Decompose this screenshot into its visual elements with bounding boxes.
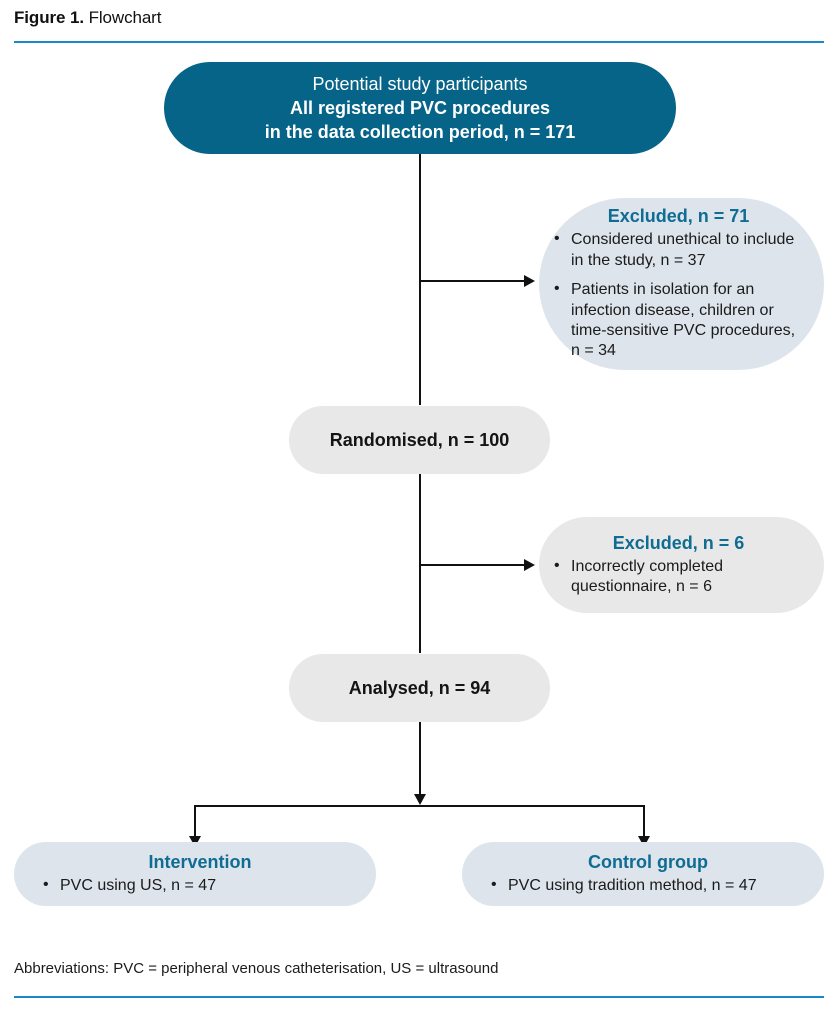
list-item: Considered unethical to include in the s… [549, 229, 808, 271]
node-control-group: Control group PVC using tradition method… [462, 842, 824, 906]
connector-analysed-to-split [419, 722, 421, 794]
list-item: Incorrectly completed questionnaire, n =… [549, 556, 808, 598]
node-intervention: Intervention PVC using US, n = 47 [14, 842, 376, 906]
list-item: PVC using tradition method, n = 47 [486, 875, 810, 896]
footer-rule [14, 996, 824, 998]
list-item: Patients in isolation for an infection d… [549, 279, 808, 362]
enrolment-line-2: All registered PVC procedures [289, 97, 551, 118]
list-item: PVC using US, n = 47 [38, 875, 362, 896]
connector-branch-excluded-2 [419, 564, 524, 566]
arrowhead-intervention [189, 836, 201, 847]
figure-caption: Figure 1. Flowchart [14, 8, 161, 28]
enrolment-line-1: Potential study participants [312, 73, 528, 94]
node-enrolment: Potential study participants All registe… [164, 62, 676, 154]
excluded-2-bullet-list: Incorrectly completed questionnaire, n =… [549, 556, 808, 598]
header-rule [14, 41, 824, 43]
abbreviations-note: Abbreviations: PVC = peripheral venous c… [14, 960, 499, 977]
enrolment-line-3: in the data collection period, n = 171 [264, 122, 576, 143]
randomised-label: Randomised, n = 100 [329, 429, 510, 450]
control-group-bullet-list: PVC using tradition method, n = 47 [486, 875, 810, 896]
excluded-2-title: Excluded, n = 6 [612, 532, 745, 553]
figure-title: Flowchart [88, 8, 162, 27]
intervention-title: Intervention [148, 851, 252, 872]
connector-split-bar [194, 805, 645, 807]
connector-split-left [194, 805, 196, 836]
connector-enrolment-to-randomised [419, 152, 421, 405]
excluded-1-title: Excluded, n = 71 [607, 206, 750, 227]
connector-randomised-to-analysed [419, 474, 421, 653]
connector-branch-excluded-1 [419, 280, 524, 282]
connector-split-right [643, 805, 645, 836]
excluded-1-bullet-list: Considered unethical to include in the s… [549, 229, 808, 362]
arrowhead-excluded-1 [524, 275, 535, 287]
control-group-title: Control group [588, 851, 708, 872]
node-analysed: Analysed, n = 94 [289, 654, 550, 722]
arrowhead-split-center [414, 794, 426, 805]
analysed-label: Analysed, n = 94 [348, 677, 491, 698]
arrowhead-control [638, 836, 650, 847]
node-excluded-1: Excluded, n = 71 Considered unethical to… [539, 198, 824, 370]
node-randomised: Randomised, n = 100 [289, 406, 550, 474]
intervention-bullet-list: PVC using US, n = 47 [38, 875, 362, 896]
arrowhead-excluded-2 [524, 559, 535, 571]
node-excluded-2: Excluded, n = 6 Incorrectly completed qu… [539, 517, 824, 613]
figure-label: Figure 1. [14, 8, 84, 27]
